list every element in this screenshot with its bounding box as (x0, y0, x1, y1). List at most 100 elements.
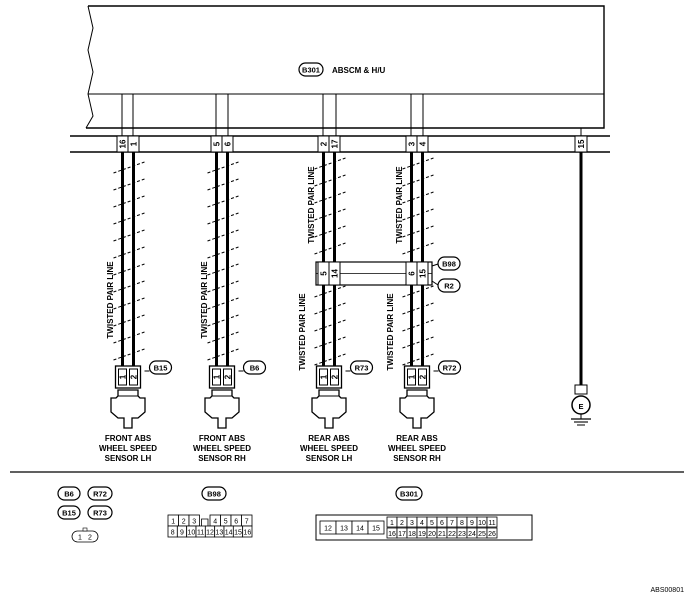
twist-mark (314, 285, 346, 298)
sensor-label-line: SENSOR LH (306, 454, 353, 463)
legend-connector-id: R72 (93, 490, 107, 499)
twist-mark (207, 229, 239, 242)
sensor-label-line: SENSOR RH (393, 454, 441, 463)
twist-mark (402, 157, 434, 170)
wires (121, 152, 583, 385)
legend-pin-label: 14 (225, 530, 233, 537)
legend-pin-label: 21 (438, 531, 446, 538)
twist-mark (314, 225, 346, 238)
twist-mark (402, 191, 434, 204)
twist-mark (207, 331, 239, 344)
sensor-label-line: REAR ABS (308, 434, 350, 443)
twist-mark (113, 314, 145, 327)
unit-pin-label: 1 (130, 141, 139, 146)
legend-pin-label: 6 (234, 519, 238, 526)
twist-mark (207, 178, 239, 191)
twist-mark (402, 242, 434, 255)
unit-pin-label: 15 (577, 139, 586, 148)
twist-mark (113, 263, 145, 276)
twist-mark (314, 191, 346, 204)
unit-pin-label: 3 (408, 141, 417, 146)
twist-mark (207, 263, 239, 276)
legend-pin-label: 4 (213, 519, 217, 526)
sensor-pin-label: 1 (213, 374, 222, 379)
sensor-label-line: WHEEL SPEED (193, 444, 251, 453)
twist-mark (113, 297, 145, 310)
sensor-label-line: WHEEL SPEED (388, 444, 446, 453)
sensor-connector-id: B6 (250, 364, 260, 373)
legend-pin-label: 22 (448, 531, 456, 538)
twist-mark (314, 319, 346, 332)
sensor-label-line: SENSOR RH (198, 454, 246, 463)
legend-pin-label: 13 (340, 526, 348, 533)
legend-pin-label: 3 (410, 520, 414, 527)
joint-pin-label: 5 (320, 271, 329, 276)
twist-mark (207, 314, 239, 327)
twist-mark (207, 246, 239, 259)
twist-mark (113, 229, 145, 242)
twist-mark (402, 208, 434, 221)
twist-mark (402, 319, 434, 332)
legend-b98-id: B98 (207, 490, 221, 499)
twisted-pair-label: TWISTED PAIR LINE (106, 261, 115, 339)
twist-mark (314, 336, 346, 349)
ground-symbol: E (571, 384, 591, 426)
sensor-label-line: WHEEL SPEED (300, 444, 358, 453)
legend-pin-label: 23 (458, 531, 466, 538)
twist-mark (113, 178, 145, 191)
legend-pin-label: 9 (470, 520, 474, 527)
sensor-pin-label: 2 (130, 374, 139, 379)
sensor-connector-badge (349, 360, 374, 375)
legend-pin-label: 7 (450, 520, 454, 527)
legend-pin-label: 13 (215, 530, 223, 537)
twist-mark (207, 280, 239, 293)
joint-pin-label: 14 (331, 269, 340, 278)
legend-pin-label: 4 (420, 520, 424, 527)
joint-connector-top-id: B98 (442, 260, 456, 269)
sensor-pin-label: 2 (331, 374, 340, 379)
twist-mark (113, 246, 145, 259)
sensor-label-line: WHEEL SPEED (99, 444, 157, 453)
sensor-connector-badge (437, 360, 462, 375)
twist-mark (402, 353, 434, 366)
unit-pin-label: 17 (331, 139, 340, 148)
legend-pin-label: 2 (182, 519, 186, 526)
legend-pin-label: 9 (180, 530, 184, 537)
joint-connector-badge-bottom (437, 278, 461, 293)
legend-pin-label: 6 (440, 520, 444, 527)
twisted-pair-label: TWISTED PAIR LINE (395, 166, 404, 244)
sensor-label-line: FRONT ABS (105, 434, 152, 443)
twisted-pair-marks (113, 157, 434, 366)
twist-mark (207, 212, 239, 225)
joint-connector-bottom-id: R2 (444, 282, 454, 291)
legend-pin-label: 16 (243, 530, 251, 537)
legend-pin-label: 1 (171, 519, 175, 526)
legend-pin-label: 26 (488, 531, 496, 538)
wheel-sensor-icon (399, 389, 435, 429)
unit-name: ABSCM & H/U (332, 66, 386, 75)
sensor-pin-label: 1 (320, 374, 329, 379)
legend-pin-label: 5 (224, 519, 228, 526)
legend-pin-label: 2 (400, 520, 404, 527)
legend-connector-id: R73 (93, 509, 107, 518)
twist-mark (314, 174, 346, 187)
twist-mark (402, 302, 434, 315)
legend-pin-label: 12 (206, 530, 214, 537)
legend-pin-label: 7 (245, 519, 249, 526)
figure-id: ABS00801 (651, 587, 685, 594)
joint-connector-badge-top (437, 256, 461, 271)
twisted-pair-labels: TWISTED PAIR LINE TWISTED PAIR LINE TWIS… (106, 166, 404, 371)
sensor-label-line: FRONT ABS (199, 434, 246, 443)
twist-mark (207, 348, 239, 361)
twist-mark (207, 297, 239, 310)
sensor-pin-label: 2 (224, 374, 233, 379)
joint-connector: 5 14 6 15 B98 R2 (315, 256, 461, 293)
twist-mark (113, 195, 145, 208)
legend-pin-label: 10 (187, 530, 195, 537)
unit-pin-label: 5 (213, 141, 222, 146)
sensor-label-line: REAR ABS (396, 434, 438, 443)
